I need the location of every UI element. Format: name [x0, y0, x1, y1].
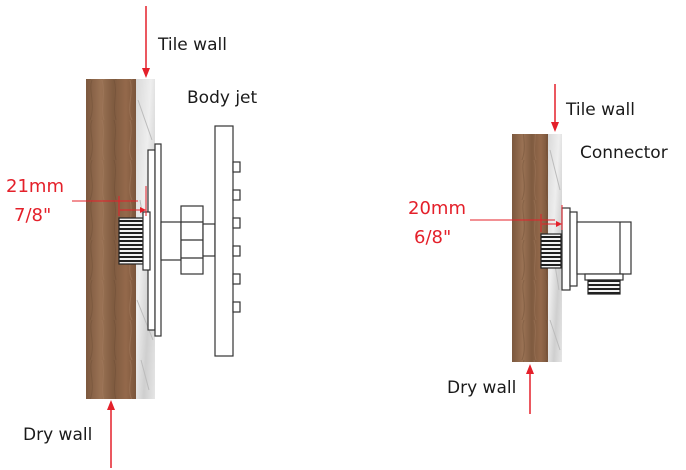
left-measure-in: 7/8"	[14, 205, 51, 226]
right-dry-wall-panel	[512, 134, 548, 362]
body-jet-faceplate	[214, 125, 234, 357]
right-dry-wall-arrow	[526, 364, 534, 414]
left-measure-mm: 21mm	[6, 176, 64, 197]
left-dry-wall-arrow	[107, 400, 115, 468]
connector-body	[576, 221, 632, 275]
body-jet-assembly	[118, 125, 241, 357]
left-measure-line	[72, 186, 147, 216]
right-dry-wall-label: Dry wall	[447, 378, 516, 398]
right-measure-mm: 20mm	[408, 198, 466, 219]
left-tile-wall-label: Tile wall	[157, 35, 227, 55]
connector-label: Connector	[580, 143, 668, 163]
left-dry-wall-label: Dry wall	[23, 425, 92, 445]
body-jet-label: Body jet	[187, 88, 258, 108]
right-tile-wall-label: Tile wall	[565, 100, 635, 120]
right-threaded-nipple	[540, 233, 562, 269]
left-threaded-nipple	[118, 217, 144, 265]
right-measure-line	[470, 205, 563, 232]
left-tile-wall-arrow	[142, 6, 150, 78]
right-tile-wall-arrow	[551, 84, 559, 132]
right-measure-in: 6/8"	[414, 227, 451, 248]
left-figure: Tile wall Body jet 21mm 7/8" Dry wall	[6, 6, 258, 468]
right-figure: Tile wall Connector 20mm 6/8" Dry wall	[408, 84, 668, 414]
connector-assembly	[540, 207, 632, 295]
